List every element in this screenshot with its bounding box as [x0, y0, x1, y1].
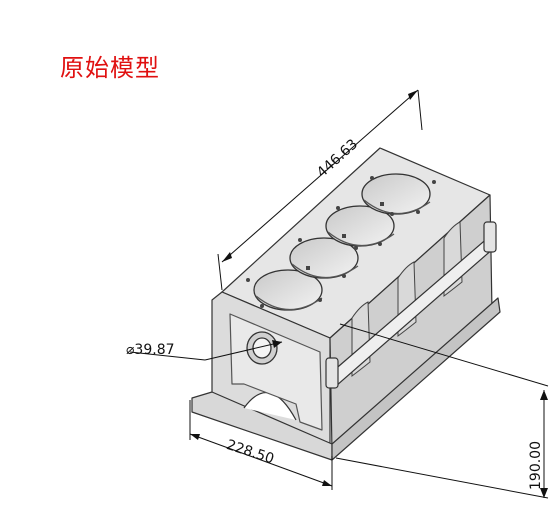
bore-4: [361, 173, 431, 215]
dim-height-label: 190.00: [528, 441, 544, 490]
engine-block: [191, 147, 501, 461]
figure-title: 原始模型: [60, 54, 160, 82]
dim-width-label: 228.50: [224, 437, 276, 467]
front-bore-hole: [246, 331, 278, 365]
bore-1: [253, 269, 323, 311]
dimension-lines: [129, 89, 549, 499]
dim-bore-label: ⌀39.87: [126, 342, 175, 358]
dimension-arrows: [190, 90, 548, 498]
bolt-holes: [246, 176, 436, 308]
side-rail: [325, 221, 497, 389]
base-flange-side: [331, 297, 501, 461]
